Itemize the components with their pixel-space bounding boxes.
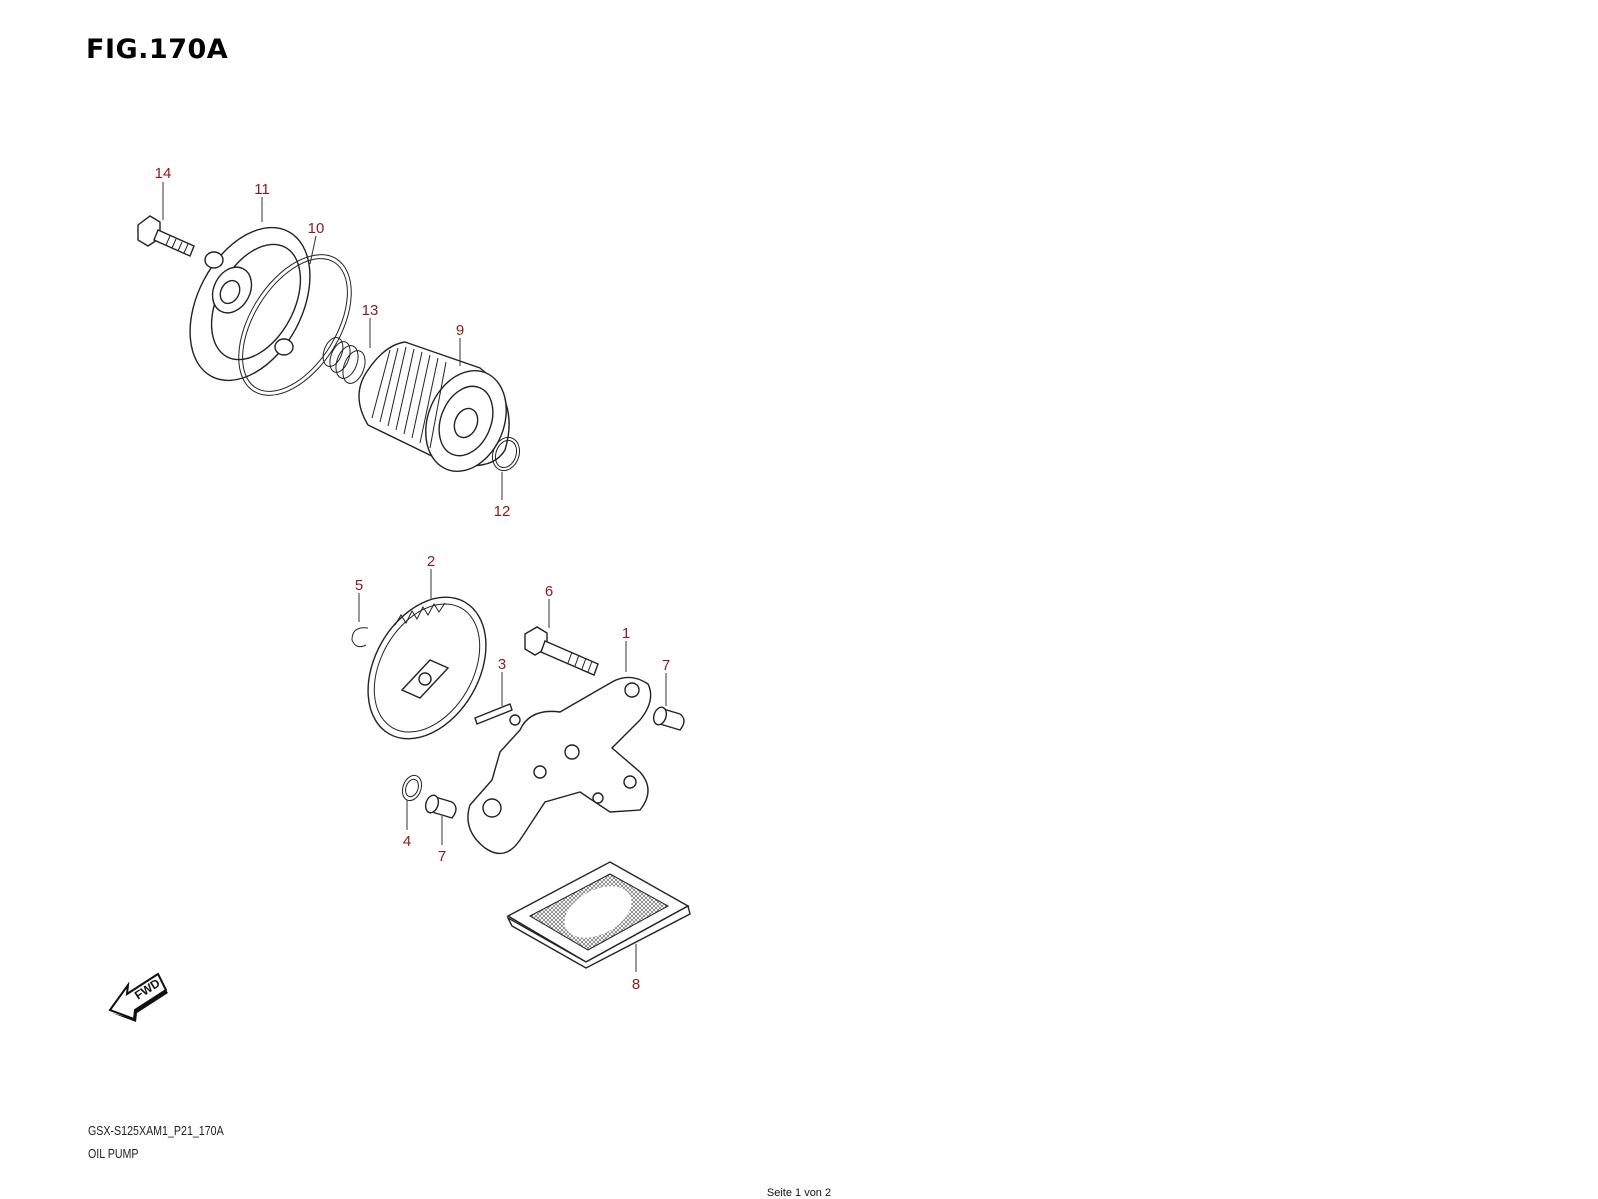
callout-1: 1 bbox=[622, 625, 630, 642]
callout-6: 6 bbox=[545, 583, 553, 600]
model-code: GSX-S125XAM1_P21_170A bbox=[88, 1123, 224, 1138]
oil-strainer-part-8 bbox=[506, 861, 691, 969]
oil-filter-part-9 bbox=[358, 341, 510, 472]
callout-11: 11 bbox=[254, 181, 270, 198]
callout-9: 9 bbox=[456, 322, 464, 339]
dowel-pin-part-7-lower bbox=[424, 794, 457, 819]
pin-part-3 bbox=[474, 703, 513, 725]
callout-7-right: 7 bbox=[662, 657, 670, 674]
callout-10: 10 bbox=[308, 220, 325, 237]
callout-4: 4 bbox=[403, 833, 411, 850]
o-ring-part-10 bbox=[238, 254, 352, 396]
o-ring-part-4 bbox=[401, 774, 423, 802]
dowel-pin-part-7 bbox=[652, 706, 685, 731]
oil-pump-body-part-1 bbox=[467, 676, 652, 855]
bolt-part-6 bbox=[524, 626, 599, 676]
callout-3: 3 bbox=[498, 656, 506, 673]
leader-lines bbox=[162, 182, 667, 972]
callout-7-lower: 7 bbox=[438, 848, 446, 865]
callout-5: 5 bbox=[355, 577, 363, 594]
callout-2: 2 bbox=[427, 553, 435, 570]
callout-13: 13 bbox=[362, 302, 379, 319]
driven-gear-part-2 bbox=[367, 596, 487, 740]
callout-8: 8 bbox=[632, 976, 640, 993]
spring-part-13 bbox=[322, 337, 366, 384]
o-ring-part-12 bbox=[491, 436, 521, 472]
callout-14: 14 bbox=[155, 165, 172, 182]
callout-12: 12 bbox=[494, 503, 511, 520]
bolt-part-14 bbox=[137, 215, 195, 257]
fwd-arrow-icon: FWD bbox=[108, 972, 168, 1022]
circlip-part-5 bbox=[351, 627, 369, 648]
page-footer: Seite 1 von 2 bbox=[766, 1187, 832, 1199]
section-name: OIL PUMP bbox=[88, 1146, 139, 1161]
figure-title: FIG.170A bbox=[86, 34, 229, 65]
